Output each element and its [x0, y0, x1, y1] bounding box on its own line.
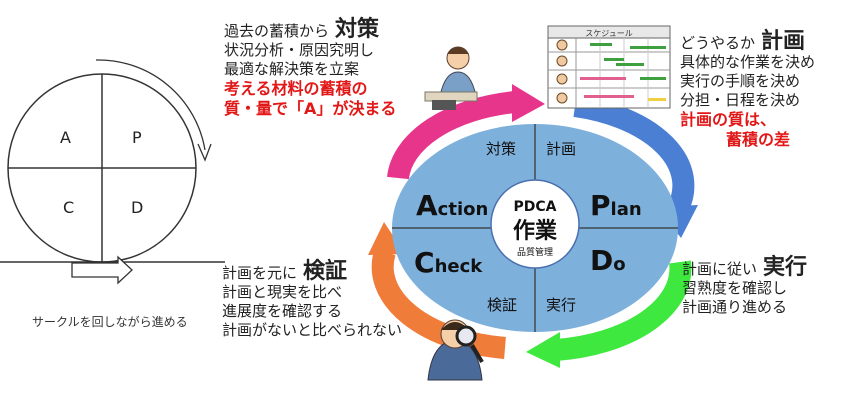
- circle-caption: サークルを回しながら進める: [32, 314, 188, 329]
- word-check: Check: [414, 246, 483, 279]
- kensho-lead: 計画を元に: [222, 264, 298, 282]
- keikaku-heading: どうやるか計画: [680, 29, 815, 54]
- thinking-person-icon: [424, 46, 478, 110]
- word-plan: Plan: [590, 189, 642, 222]
- taisaku-red-2: 質・量で「A」が決まる: [224, 99, 397, 118]
- kensho-line-3: 計画がないと比べられない: [222, 321, 403, 339]
- keikaku-red-2: 蓄積の差: [726, 130, 791, 149]
- jikkou-line-2: 計画通り進める: [682, 298, 788, 316]
- quadrant-d: D: [131, 198, 143, 217]
- label-jikkou: 実行: [546, 296, 576, 314]
- kensho-title: 検証: [303, 259, 348, 284]
- center-main: 作業: [513, 219, 558, 244]
- word-do: Do: [590, 244, 626, 277]
- left-circle-diagram: A P C D サークルを回しながら進める: [0, 59, 225, 329]
- rotation-arrow: [95, 59, 206, 151]
- schedule-header: スケジュール: [585, 29, 632, 38]
- taisaku-block: 過去の蓄積から対策 状況分析・原因究明し 最適な解決策を立案 考える材料の蓄積の…: [224, 17, 397, 119]
- quadrant-p: P: [132, 128, 142, 147]
- rotation-arrow-head: [197, 143, 212, 162]
- arc-plan: [573, 95, 695, 216]
- word-action: Action: [416, 189, 488, 222]
- kensho-block: 計画を元に検証 計画と現実を比べ 進展度を確認する 計画がないと比べられない: [222, 259, 403, 340]
- label-keikaku: 計画: [546, 140, 576, 158]
- arc-do-head: [526, 332, 560, 368]
- jikkou-block: 計画に従い実行 習熟度を確認し 計画通り進める: [682, 255, 808, 317]
- label-taisaku: 対策: [486, 140, 516, 158]
- magnifier-lens: [455, 325, 477, 347]
- jikkou-lead: 計画に従い: [682, 260, 758, 278]
- keikaku-line-3: 分担・日程を決め: [680, 91, 801, 109]
- arc-action-head: [512, 84, 545, 122]
- arc-check: [371, 248, 506, 359]
- taisaku-title: 対策: [335, 17, 380, 42]
- jikkou-heading: 計画に従い実行: [682, 255, 808, 280]
- keikaku-lead: どうやるか: [680, 34, 756, 52]
- jikkou-line-1: 習熟度を確認し: [682, 279, 788, 297]
- taisaku-line-2: 最適な解決策を立案: [224, 60, 360, 78]
- label-kensho: 検証: [487, 296, 517, 314]
- kensho-line-2: 進展度を確認する: [222, 302, 343, 320]
- quadrant-c: C: [63, 198, 74, 217]
- jikkou-title: 実行: [763, 255, 808, 280]
- arc-action: [387, 91, 517, 180]
- arc-do: [555, 260, 692, 361]
- keikaku-red-1: 計画の質は、: [680, 110, 777, 129]
- keikaku-line-1: 具体的な作業を決め: [680, 53, 816, 71]
- keikaku-block: どうやるか計画 具体的な作業を決め 実行の手順を決め 分担・日程を決め 計画の質…: [680, 29, 816, 150]
- magnifier-person-icon: [427, 319, 484, 381]
- center-sub: 品質管理: [517, 246, 553, 258]
- quadrant-a: A: [60, 128, 71, 147]
- kensho-heading: 計画を元に検証: [222, 259, 402, 284]
- center-title: PDCA: [514, 199, 557, 215]
- taisaku-line-1: 状況分析・原因究明し: [224, 41, 375, 59]
- taisaku-lead: 過去の蓄積から: [224, 22, 330, 40]
- center-circle: [490, 179, 580, 269]
- kensho-line-1: 計画と現実を比べ: [222, 283, 343, 301]
- taisaku-heading: 過去の蓄積から対策: [224, 17, 396, 42]
- keikaku-title: 計画: [761, 29, 806, 54]
- schedule-chart-icon: スケジュール: [547, 25, 671, 109]
- forward-arrow-icon: [71, 255, 133, 285]
- taisaku-red-1: 考える材料の蓄積の: [224, 79, 368, 98]
- keikaku-line-2: 実行の手順を決め: [680, 72, 801, 90]
